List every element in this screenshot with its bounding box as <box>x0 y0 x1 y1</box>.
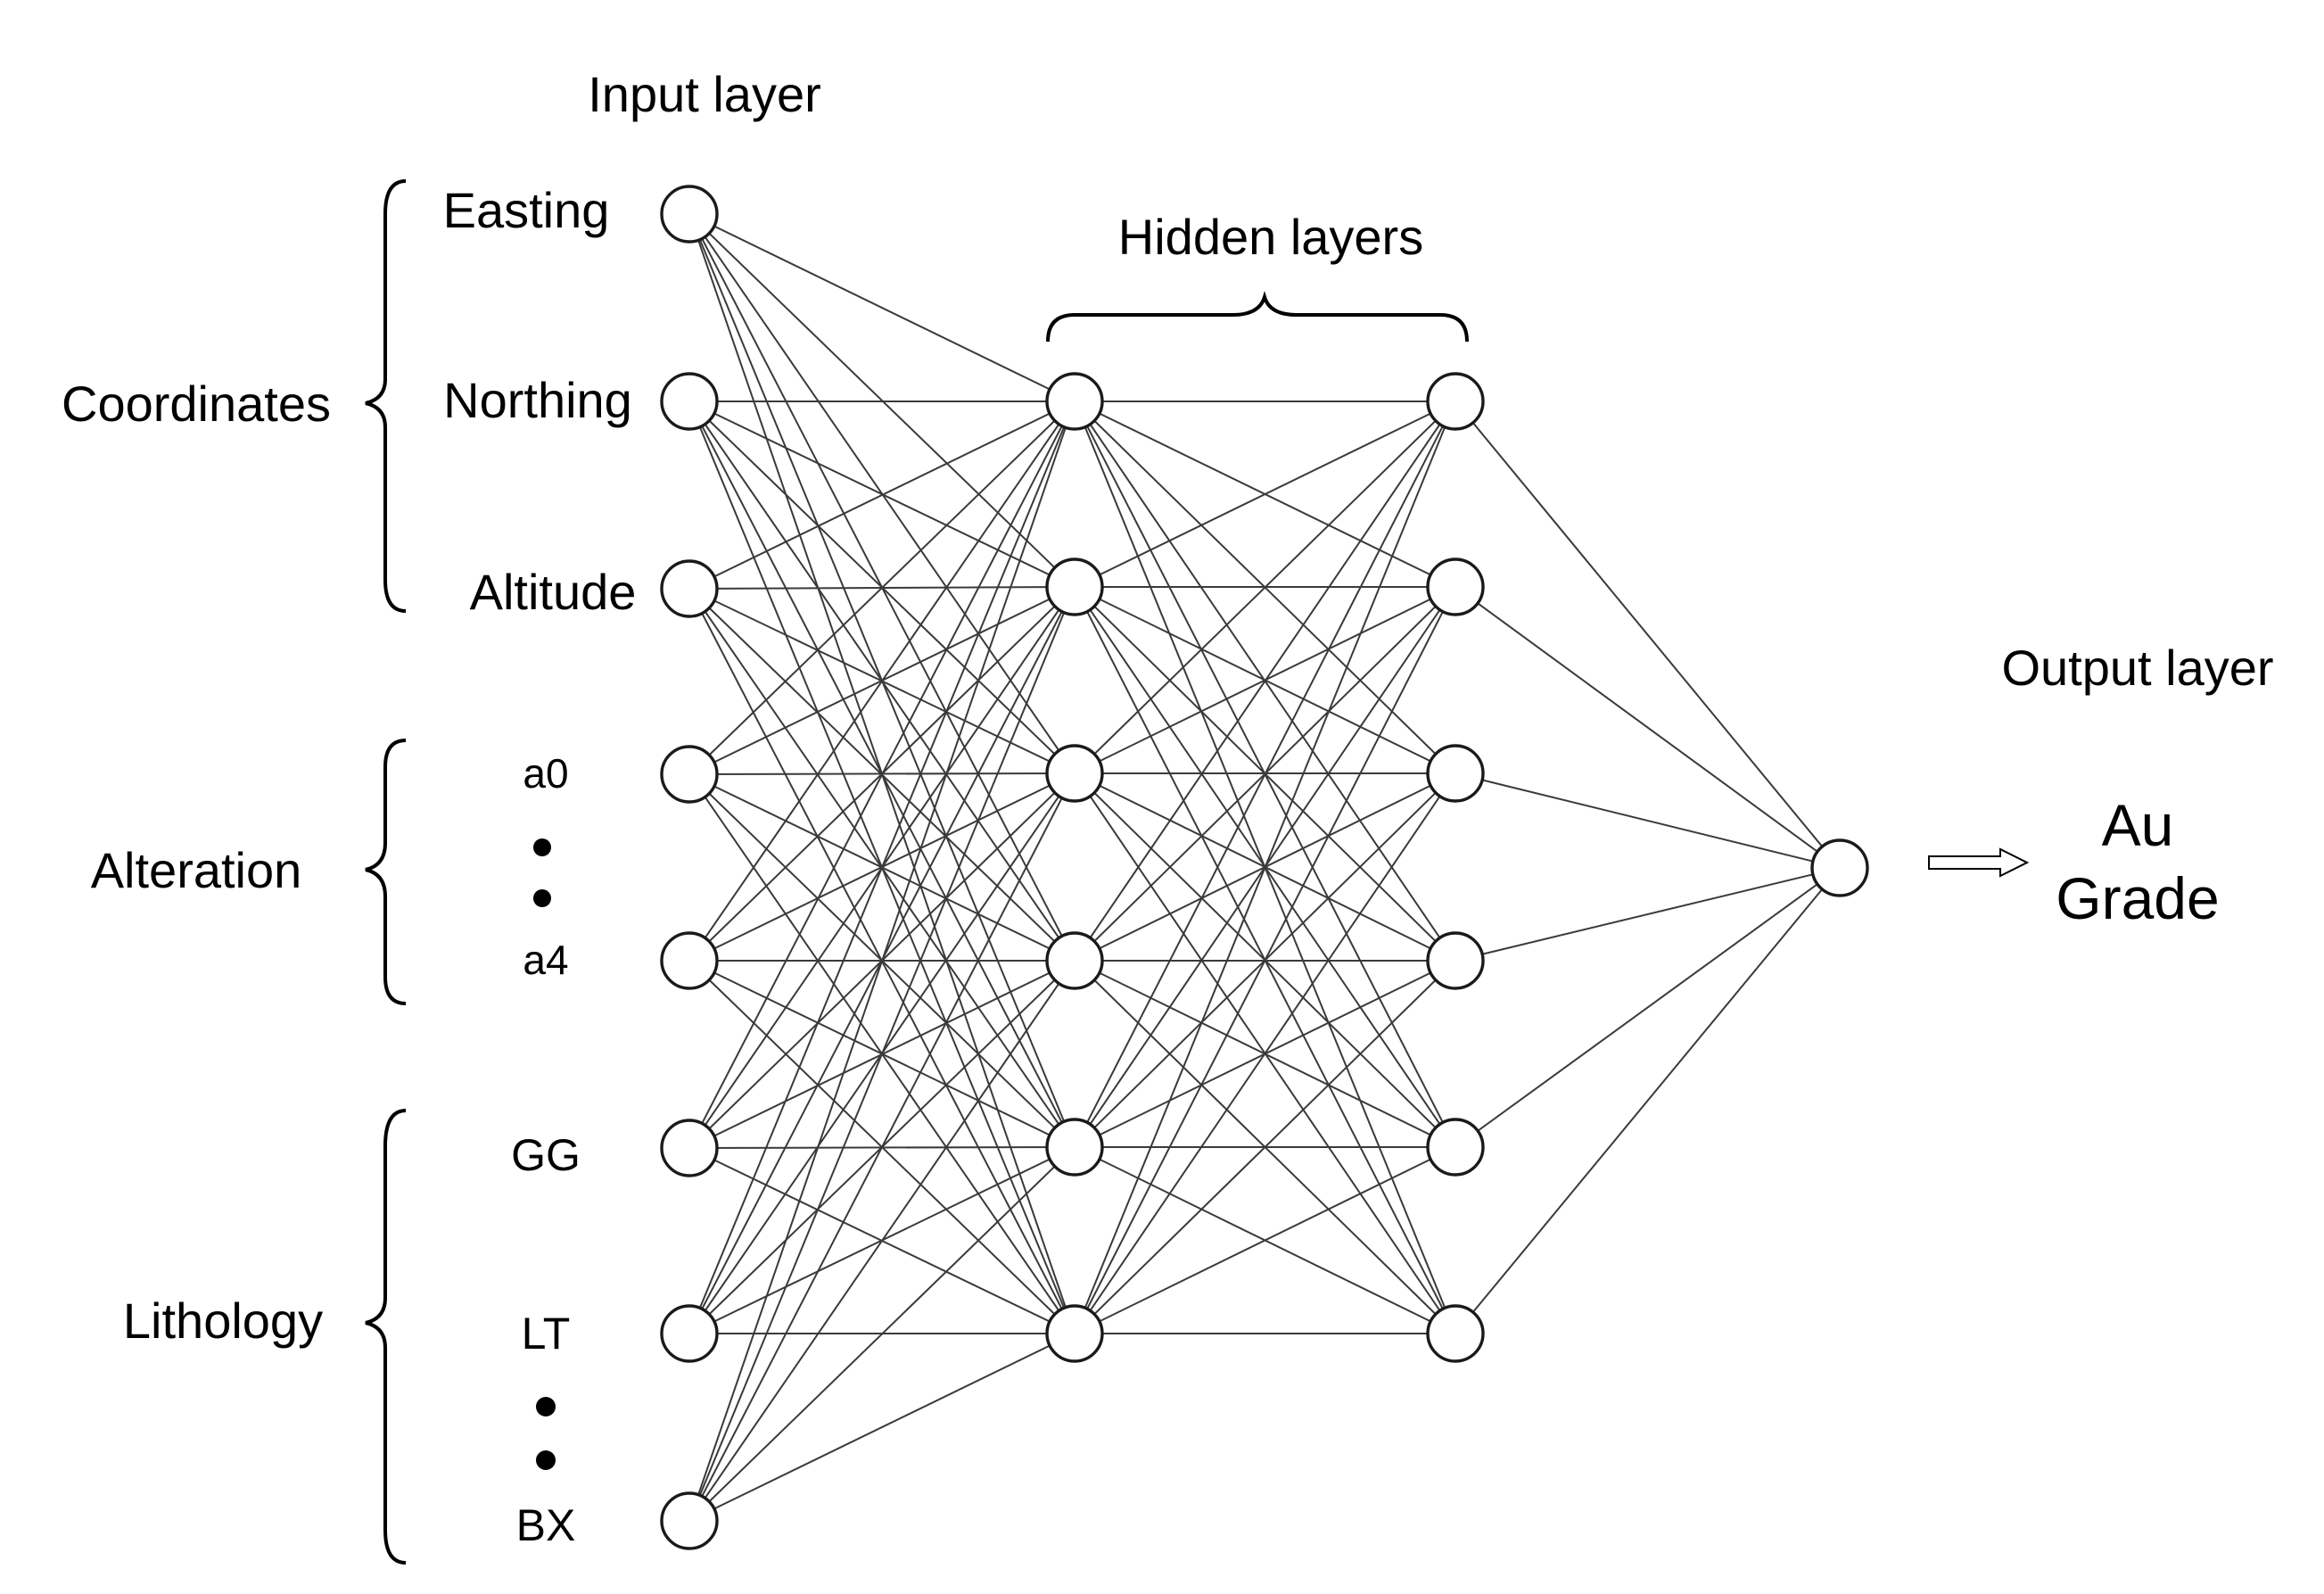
group-label-coordinates: Coordinates <box>62 376 331 432</box>
edge-hidden1-2-to-hidden2-1 <box>1074 401 1456 588</box>
output-label-grade: Grade <box>2056 865 2219 931</box>
edge-hidden2-2-to-output-1 <box>1455 586 1841 869</box>
edge-hidden1-6-to-hidden2-3 <box>1074 772 1456 1334</box>
edge-input-1-to-hidden1-1 <box>688 213 1075 402</box>
edge-hidden1-4-to-hidden2-1 <box>1074 401 1456 962</box>
edge-hidden2-5-to-output-1 <box>1455 867 1841 1148</box>
group-label-alteration: Alteration <box>91 842 302 898</box>
hidden2-node-4 <box>1426 931 1485 990</box>
hidden1-node-5 <box>1045 1118 1104 1177</box>
edge-hidden1-6-to-hidden2-1 <box>1074 401 1456 1334</box>
input-label-gg: GG <box>511 1130 581 1180</box>
output-label-au: Au <box>2102 792 2174 858</box>
edge-input-3-to-hidden1-1 <box>688 401 1075 590</box>
edge-hidden2-3-to-output-1 <box>1455 772 1841 869</box>
alteration-brace <box>365 739 407 1005</box>
input-node-1 <box>660 185 719 244</box>
ellipsis-dot-alteration-2 <box>533 889 551 907</box>
input-label-lt: LT <box>522 1309 571 1359</box>
edge-input-6-to-hidden1-1 <box>688 401 1075 1149</box>
edge-hidden1-6-to-hidden2-4 <box>1074 960 1456 1334</box>
input-node-7 <box>660 1304 719 1363</box>
hidden2-node-5 <box>1426 1118 1485 1177</box>
network-nodes <box>660 185 1869 1550</box>
edge-input-4-to-hidden1-1 <box>688 401 1075 775</box>
input-label-northing: Northing <box>443 372 632 428</box>
input-node-8 <box>660 1491 719 1550</box>
group-label-lithology: Lithology <box>123 1293 323 1349</box>
input-node-6 <box>660 1119 719 1177</box>
input-label-bx: BX <box>516 1500 576 1550</box>
edge-input-7-to-hidden1-1 <box>688 401 1075 1334</box>
input-label-altitude: Altitude <box>470 564 637 620</box>
edge-input-8-to-hidden1-1 <box>688 401 1075 1522</box>
hidden1-node-6 <box>1045 1304 1104 1363</box>
edge-hidden1-3-to-hidden2-1 <box>1074 401 1456 774</box>
hidden2-node-1 <box>1426 372 1485 431</box>
input-node-2 <box>660 372 719 431</box>
input-label-easting: Easting <box>443 182 610 238</box>
input-label-a0: a0 <box>523 750 568 797</box>
edge-hidden2-1-to-output-1 <box>1455 401 1841 869</box>
output-node-1 <box>1810 838 1869 897</box>
ellipsis-dot-lithology-1 <box>536 1397 556 1416</box>
lithology-brace <box>365 1109 407 1565</box>
edge-input-8-to-hidden1-6 <box>688 1333 1075 1522</box>
edge-hidden1-5-to-hidden2-1 <box>1074 401 1456 1148</box>
hidden1-node-2 <box>1045 557 1104 616</box>
ellipsis-dot-alteration-1 <box>533 838 551 856</box>
input-label-a4: a4 <box>523 937 568 983</box>
hidden-layers-title: Hidden layers <box>1118 209 1423 265</box>
edge-hidden2-6-to-output-1 <box>1455 867 1841 1334</box>
edge-input-8-to-hidden1-4 <box>688 960 1075 1522</box>
hidden2-node-2 <box>1426 557 1485 616</box>
edge-input-8-to-hidden1-3 <box>688 772 1075 1522</box>
ellipsis-dot-lithology-2 <box>536 1450 556 1470</box>
hidden1-node-4 <box>1045 931 1104 990</box>
input-node-5 <box>660 931 719 990</box>
hidden2-node-6 <box>1426 1304 1485 1363</box>
hidden1-node-3 <box>1045 744 1104 803</box>
output-arrow-icon <box>1928 847 2030 878</box>
edge-hidden1-6-to-hidden2-2 <box>1074 586 1456 1334</box>
input-layer-title: Input layer <box>588 66 821 122</box>
edge-input-8-to-hidden1-5 <box>688 1146 1075 1522</box>
hidden-layers-brace <box>1046 291 1469 343</box>
edge-hidden2-4-to-output-1 <box>1455 867 1841 962</box>
edge-input-8-to-hidden1-2 <box>688 586 1075 1522</box>
coordinates-brace <box>365 179 407 613</box>
input-node-4 <box>660 745 719 804</box>
edge-input-5-to-hidden1-1 <box>688 401 1075 962</box>
edge-hidden1-6-to-hidden2-5 <box>1074 1146 1456 1334</box>
input-node-3 <box>660 559 719 618</box>
hidden2-node-3 <box>1426 744 1485 803</box>
output-layer-title: Output layer <box>2001 640 2273 696</box>
hidden1-node-1 <box>1045 372 1104 431</box>
connection-lines <box>688 213 1841 1522</box>
